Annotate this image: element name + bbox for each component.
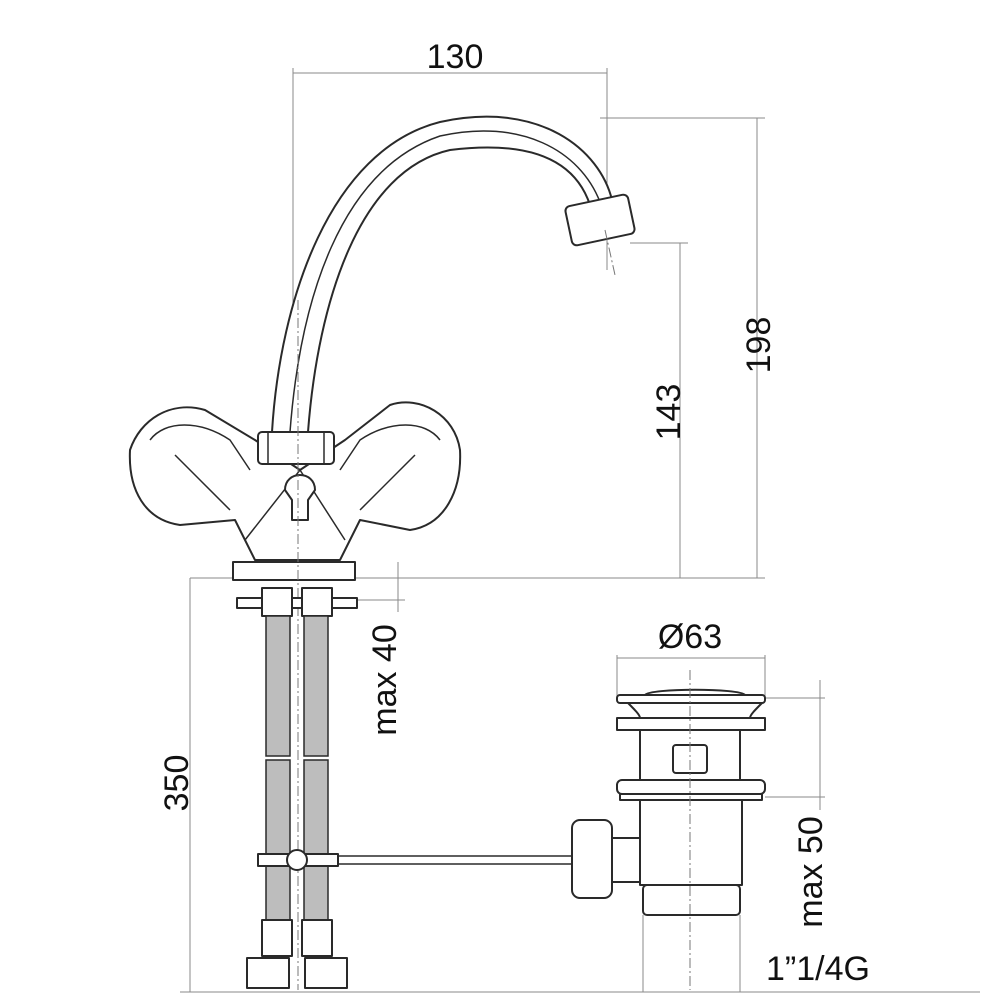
dim-198-label: 198 <box>740 317 778 374</box>
popup-rod <box>338 819 643 899</box>
pop-up-drain <box>616 670 766 990</box>
dim-143-label: 143 <box>650 384 688 441</box>
dim-max50-label: max 50 <box>792 816 830 928</box>
faucet-body <box>128 300 462 990</box>
thread-label: 1”1/4G <box>766 950 870 988</box>
dim-diameter-label: Ø63 <box>658 618 722 656</box>
dim-130-label: 130 <box>427 38 484 76</box>
spout <box>271 115 636 433</box>
dimension-lines <box>180 68 980 993</box>
dim-350-label: 350 <box>158 755 196 812</box>
dim-max40-label: max 40 <box>366 624 404 736</box>
flexible-hoses <box>236 587 358 989</box>
